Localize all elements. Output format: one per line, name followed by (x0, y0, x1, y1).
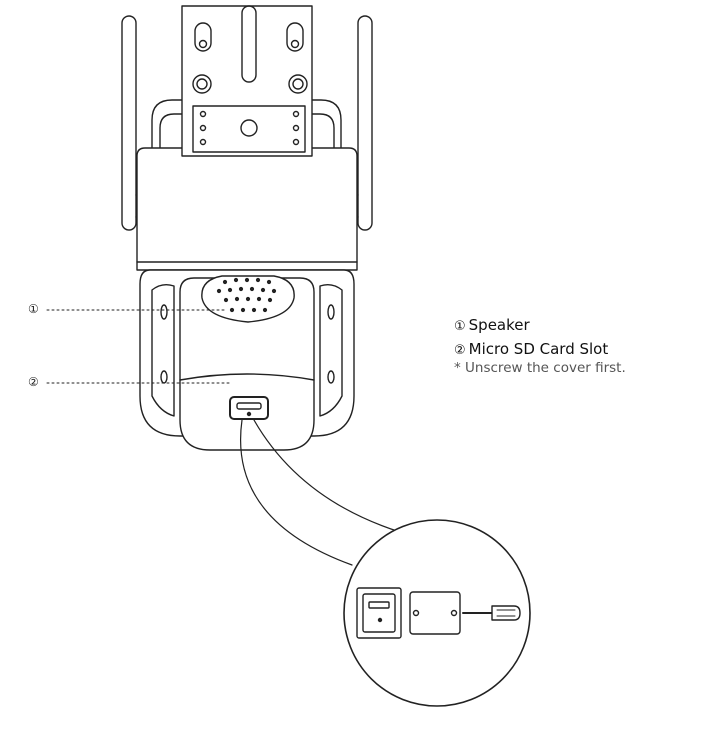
zoom-connector-right (253, 419, 401, 533)
right-antenna (351, 15, 373, 231)
legend-note: * Unscrew the cover first. (454, 360, 626, 376)
legend-marker: ② (454, 343, 466, 358)
mounting-plate (181, 5, 313, 157)
zoom-connector-left (240, 419, 353, 566)
legend-marker: ① (454, 319, 466, 334)
legend-label: Micro SD Card Slot (468, 340, 609, 358)
speaker-callout-marker: ① (28, 302, 39, 316)
upper-housing (136, 147, 358, 271)
lens-block (179, 277, 315, 451)
legend-label: Speaker (468, 316, 530, 334)
sd-callout-marker: ② (28, 375, 39, 389)
detail-circle (343, 519, 531, 707)
mount-bracket (151, 99, 342, 169)
speaker-grille (201, 275, 295, 323)
sd-card-slot (229, 396, 269, 420)
screwdriver (462, 605, 521, 621)
